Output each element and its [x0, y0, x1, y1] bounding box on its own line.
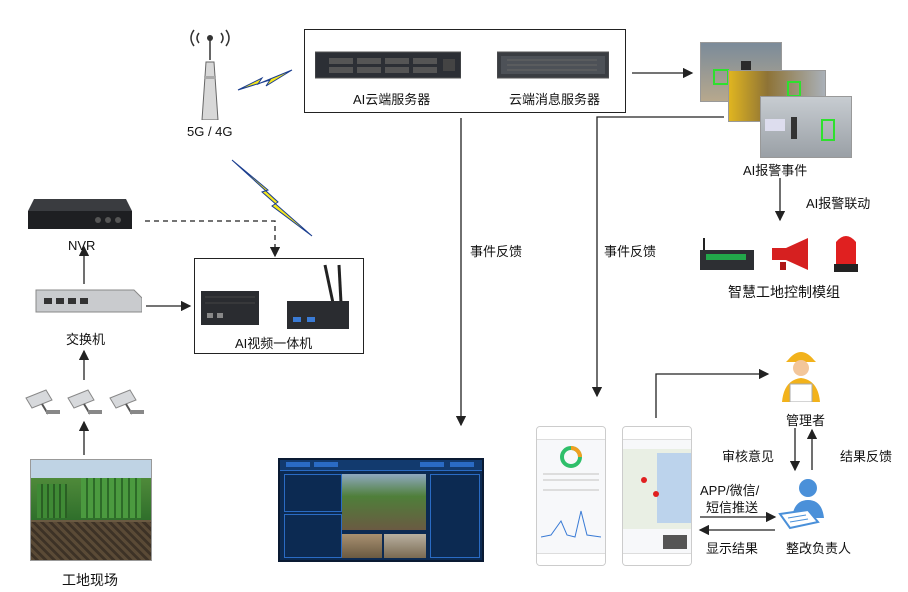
ai-video-box-label: AI视频一体机: [235, 336, 313, 351]
wireless-bolt-bottom: [231, 159, 313, 237]
cloud-message-server-icon: [496, 48, 610, 82]
ai-alarm-linkage-label: AI报警联动: [806, 196, 871, 211]
ai-box-device-2-icon: [283, 263, 353, 333]
push-label-line2: 短信推送: [706, 500, 759, 515]
ai-box-device-1-icon: [199, 285, 261, 329]
gateway-device-icon: [696, 236, 756, 272]
show-result-label: 显示结果: [706, 541, 759, 556]
camera-icon-1: [24, 386, 64, 416]
manager-label: 管理者: [786, 413, 826, 428]
phone-app-stats: [536, 426, 606, 566]
ai-alarm-event-label: AI报警事件: [743, 163, 808, 178]
switch-icon: [34, 286, 143, 316]
event-feedback-label-2: 事件反馈: [604, 244, 657, 259]
review-opinion-label: 审核意见: [722, 449, 775, 464]
alarm-light-icon: [832, 230, 860, 274]
cloud-message-server-label: 云端消息服务器: [509, 92, 601, 107]
rectify-person-label: 整改负责人: [786, 541, 852, 556]
alarm-photo-3: [760, 96, 852, 158]
construction-site-photo: [30, 459, 152, 561]
camera-icon-3: [108, 386, 148, 416]
wireless-bolt-top: [237, 69, 293, 91]
ai-video-box-frame: AI视频一体机: [194, 258, 364, 354]
rectify-person-icon: [778, 474, 834, 532]
control-module-label: 智慧工地控制模组: [728, 284, 840, 300]
ai-cloud-server-label: AI云端服务器: [353, 92, 431, 107]
tower-label: 5G / 4G: [187, 124, 233, 139]
tower-icon: [188, 16, 232, 121]
cloud-servers-box: AI云端服务器 云端消息服务器: [304, 29, 626, 113]
event-feedback-label-1: 事件反馈: [470, 244, 523, 259]
push-label-line1: APP/微信/: [700, 483, 760, 498]
camera-icon-2: [66, 386, 106, 416]
manager-icon: [776, 344, 826, 403]
nvr-label: NVR: [68, 238, 96, 253]
horn-speaker-icon: [768, 236, 814, 272]
site-label: 工地现场: [62, 572, 118, 588]
ai-cloud-server-icon: [314, 50, 462, 80]
switch-label: 交换机: [66, 332, 106, 347]
nvr-icon: [28, 195, 132, 235]
monitoring-dashboard-screen: [278, 458, 484, 562]
phone-app-map: [622, 426, 692, 566]
result-feedback-label: 结果反馈: [840, 449, 893, 464]
